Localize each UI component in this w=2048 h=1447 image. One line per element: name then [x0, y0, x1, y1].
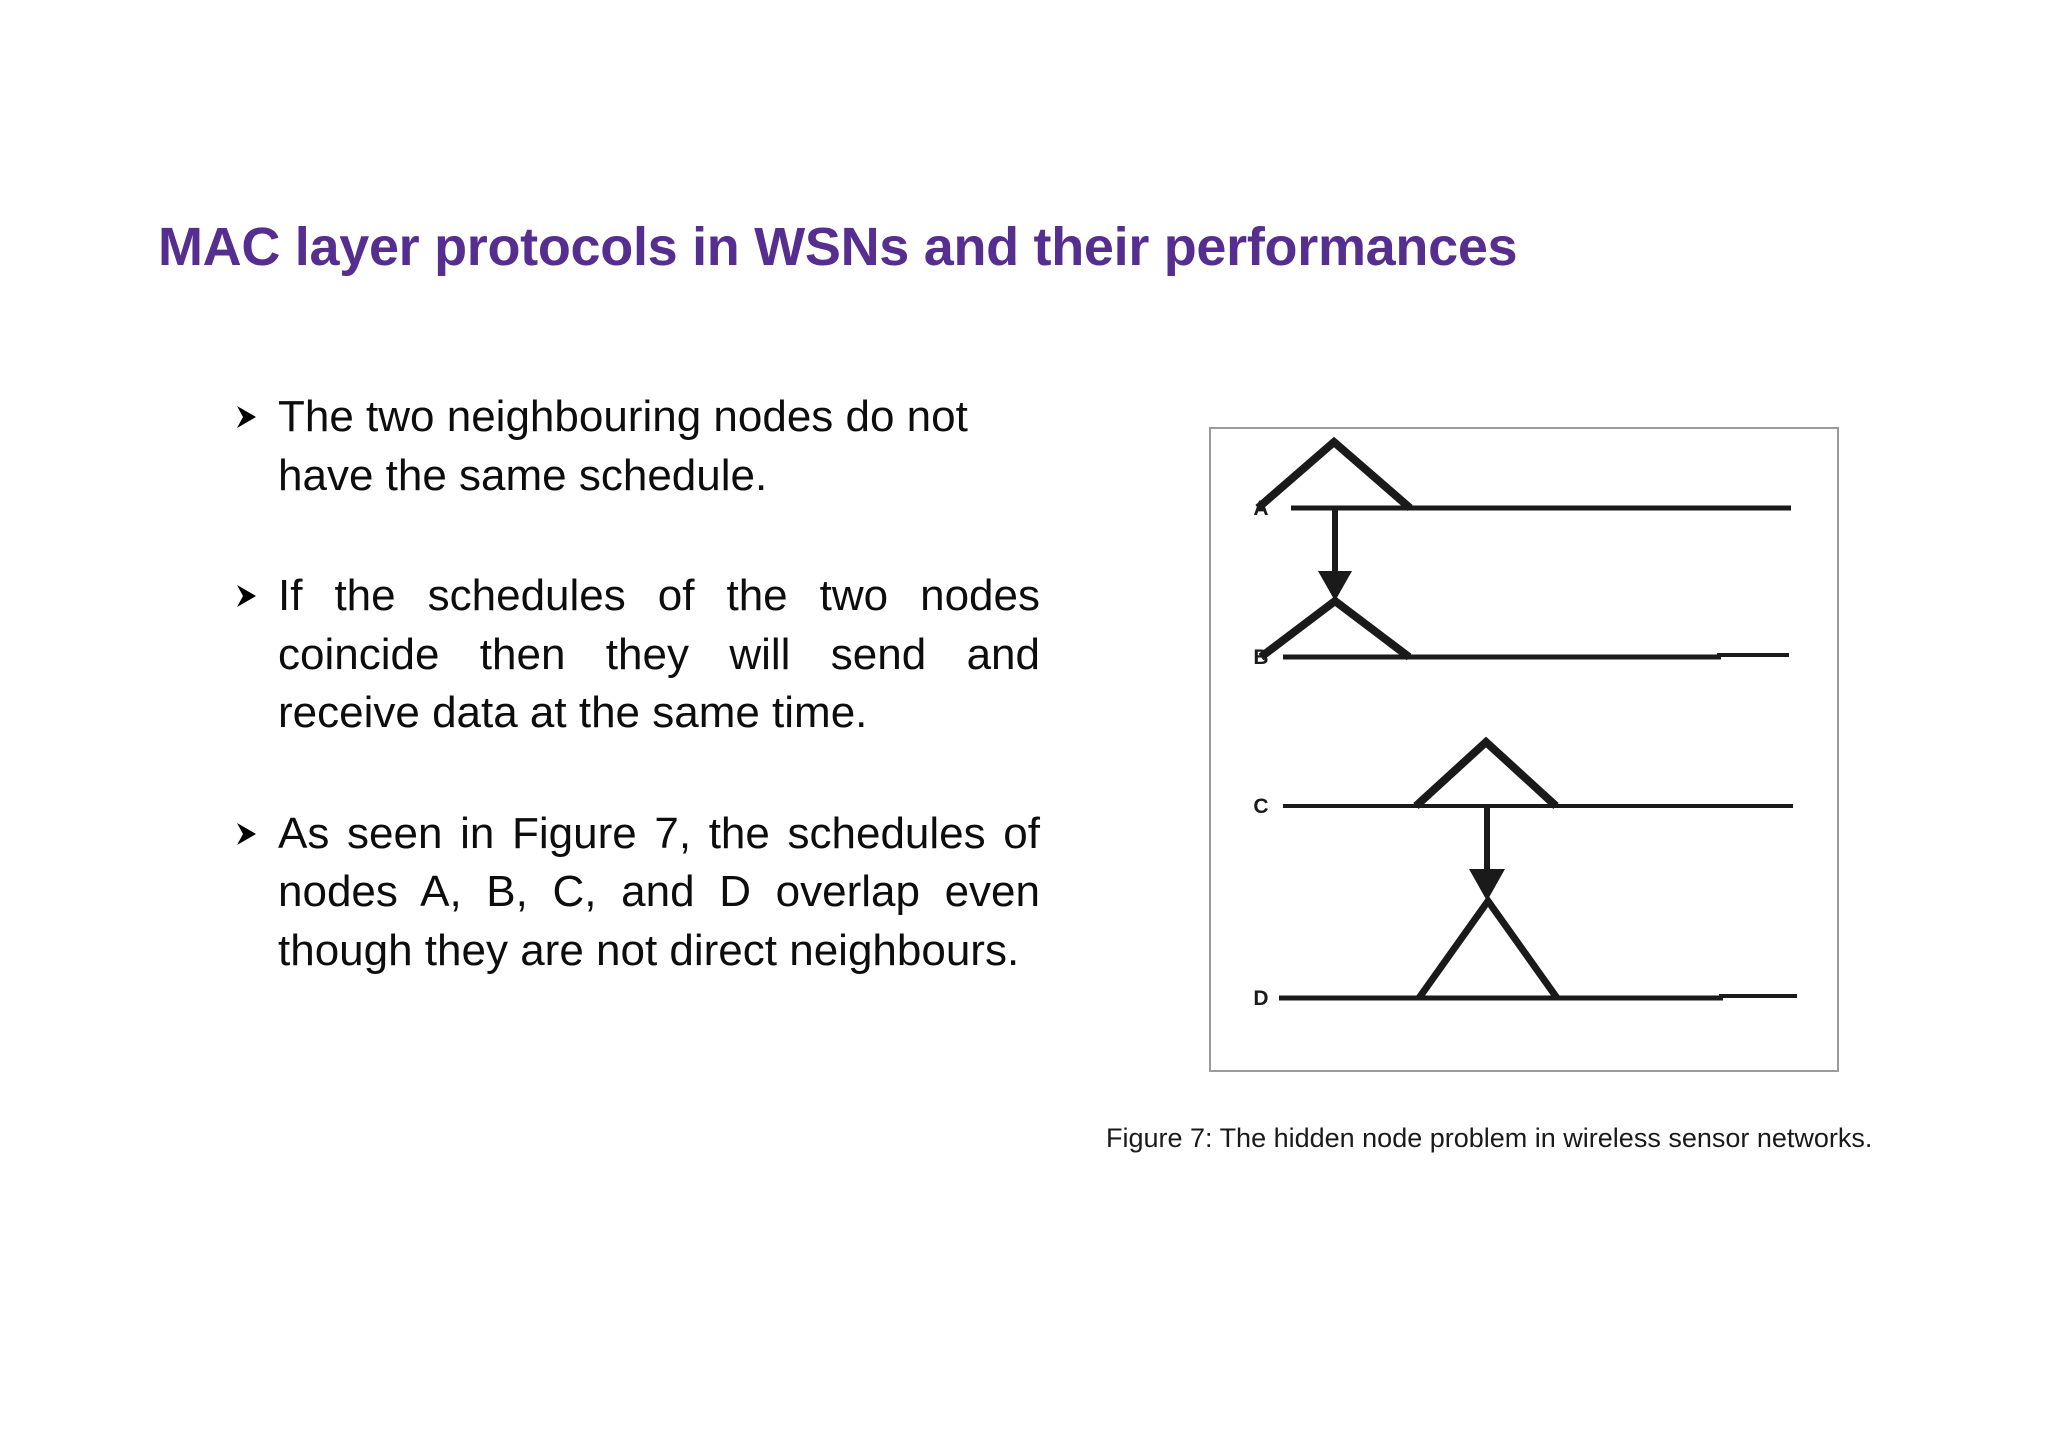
figure-border: A B C D	[1209, 427, 1839, 1072]
arrow-c-to-d-head	[1469, 869, 1505, 901]
arrow-a-to-b-head	[1318, 571, 1352, 601]
arrowhead-bullet-icon	[234, 569, 274, 609]
node-label-c: C	[1253, 795, 1268, 818]
schedule-triangle-c	[1413, 736, 1559, 809]
figure-caption: Figure 7: The hidden node problem in wir…	[1106, 1123, 1873, 1153]
figure-7: A B C D	[1209, 427, 1839, 1072]
arrowhead-bullet-icon	[234, 807, 274, 847]
list-item: If the schedules of the two nodes coinci…	[234, 567, 1040, 743]
arrowhead-bullet-icon	[234, 390, 274, 430]
list-item-label: If the schedules of the two nodes coinci…	[278, 571, 1040, 738]
node-label-d: D	[1253, 987, 1268, 1010]
list-item: The two neighbouring nodes do not have t…	[234, 388, 1040, 505]
bullet-list: The two neighbouring nodes do not have t…	[234, 388, 1040, 980]
list-item: As seen in Figure 7, the schedules of no…	[234, 805, 1040, 981]
page-title: MAC layer protocols in WSNs and their pe…	[158, 217, 1518, 277]
list-item-label: As seen in Figure 7, the schedules of no…	[278, 808, 1040, 975]
hidden-node-diagram: A B C D	[1253, 436, 1797, 1010]
list-item-label: The two neighbouring nodes do not have t…	[278, 392, 968, 500]
schedule-triangle-b	[1258, 595, 1412, 661]
schedule-triangle-d	[1416, 894, 1560, 1001]
schedule-triangle-a	[1255, 436, 1413, 512]
